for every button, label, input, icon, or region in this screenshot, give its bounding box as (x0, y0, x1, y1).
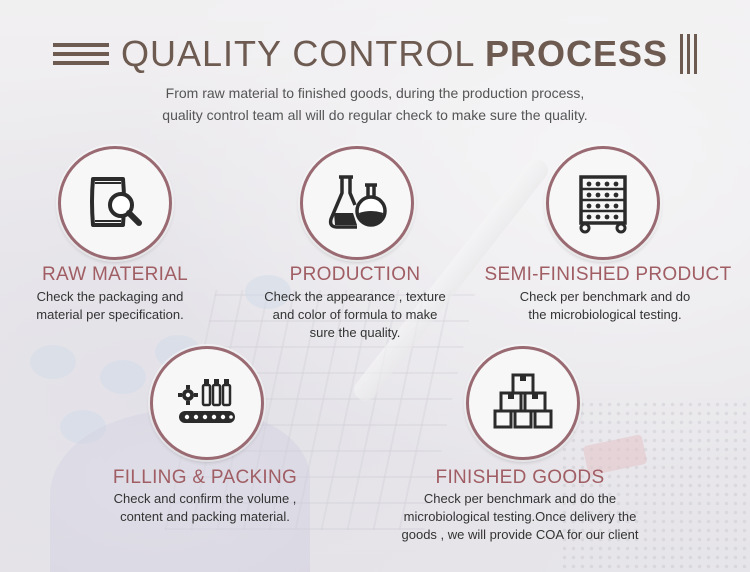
finished-goods-circle (466, 346, 580, 460)
finished-goods-desc: Check per benchmark and do the microbiol… (375, 490, 665, 544)
production-desc-line-2: and color of formula to make (272, 307, 438, 322)
raw-material-desc-line-1: Check the packaging and (36, 289, 184, 304)
filling-packing-circle (150, 346, 264, 460)
title-text: QUALITY CONTROL PROCESS (121, 33, 668, 75)
subtitle: From raw material to finished goods, dur… (0, 82, 750, 126)
flask-icon (328, 175, 387, 229)
conveyor-filling-icon (178, 379, 235, 423)
background-mesh (560, 400, 750, 570)
production-circle (300, 146, 414, 260)
production-title: PRODUCTION (289, 264, 421, 285)
filling-packing-title: FILLING & PACKING (112, 467, 298, 488)
raw-material-circle (58, 146, 172, 260)
raw-material-desc: Check the packaging and material per spe… (10, 288, 210, 324)
filling-packing-desc: Check and confirm the volume , content a… (80, 490, 330, 526)
filling-packing-desc-line-2: content and packing material. (120, 509, 290, 524)
filling-packing-desc-line-1: Check and confirm the volume , (113, 491, 297, 506)
semi-finished-circle (546, 146, 660, 260)
raw-material-bag-magnifier-icon (90, 177, 142, 227)
title-bold: PROCESS (485, 33, 669, 74)
finished-goods-desc-line-1: Check per benchmark and do the (423, 491, 617, 506)
background-vial-cap (100, 360, 146, 394)
finished-goods-desc-line-3: goods , we will provide COA for our clie… (401, 527, 639, 542)
semi-finished-desc: Check per benchmark and do the microbiol… (490, 288, 720, 324)
background-vial-cap (30, 345, 76, 379)
title-right-bars (680, 34, 698, 74)
subtitle-line-2: quality control team all will do regular… (162, 107, 588, 123)
semi-finished-desc-line-1: Check per benchmark and do (519, 289, 691, 304)
title-left-bars (52, 43, 109, 65)
production-desc-line-1: Check the appearance , texture (264, 289, 446, 304)
background-vial-cap (60, 410, 106, 444)
production-desc: Check the appearance , texture and color… (235, 288, 475, 342)
semi-finished-title: SEMI-FINISHED PRODUCT (484, 264, 732, 285)
raw-material-title: RAW MATERIAL (41, 264, 189, 285)
subtitle-line-1: From raw material to finished goods, dur… (165, 85, 585, 101)
semi-finished-desc-line-2: the microbiological testing. (528, 307, 682, 322)
finished-goods-desc-line-2: microbiological testing.Once delivery th… (403, 509, 637, 524)
title-light: QUALITY CONTROL (120, 33, 474, 74)
page-title: QUALITY CONTROL PROCESS (0, 32, 750, 76)
raw-material-desc-line-2: material per specification. (36, 307, 184, 322)
production-desc-line-3: sure the quality. (309, 325, 401, 340)
rack-trolley-icon (579, 175, 627, 234)
stacked-boxes-icon (493, 373, 553, 429)
finished-goods-title: FINISHED GOODS (435, 467, 605, 488)
background-vial-cap (245, 275, 291, 309)
